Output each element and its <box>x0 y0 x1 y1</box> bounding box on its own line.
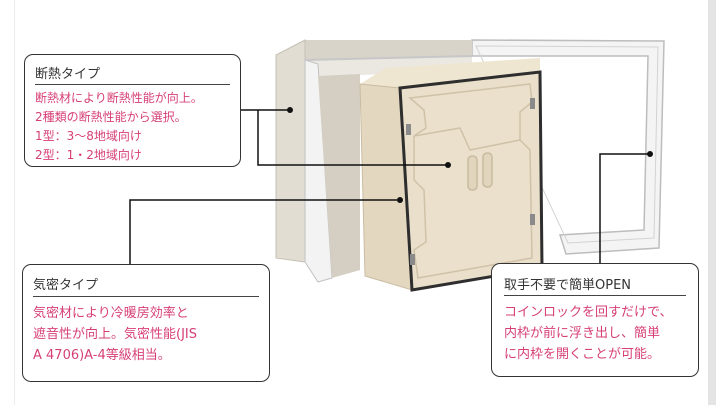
title-divider <box>35 84 230 85</box>
description-line: に内枠を開くことが可能。 <box>504 347 661 362</box>
leader-lines <box>129 109 650 264</box>
description-line: 遮音性が向上。気密性能(JIS <box>33 327 197 342</box>
description-line: 気密材により冷暖房効率と <box>33 306 189 321</box>
description-line: コインロックを回すだけで、 <box>504 305 673 320</box>
description-line: A 4706)A-4等級相当。 <box>33 348 171 363</box>
inner-panel <box>359 58 544 292</box>
airtight-type-description: 気密材により冷暖房効率と 遮音性が向上。気密性能(JIS A 4706)A-4等… <box>33 303 197 366</box>
easy-open-callout: 取手不要で簡単OPEN コインロックを回すだけで、 内枠が前に浮き出し、簡単 に… <box>491 263 699 377</box>
insulation-type-title: 断熱タイプ <box>35 67 101 82</box>
page-scroll-edge <box>708 0 716 405</box>
leader-dots <box>287 107 653 203</box>
description-line: 1型：3～8地域向け <box>35 129 142 143</box>
page-left-guide <box>14 0 15 405</box>
easy-open-description: コインロックを回すだけで、 内枠が前に浮き出し、簡単 に内枠を開くことが可能。 <box>504 302 672 365</box>
description-line: 2型：1・2地域向け <box>35 148 142 162</box>
description-line: 内枠が前に浮き出し、簡単 <box>504 326 661 341</box>
airtight-type-title: 気密タイプ <box>33 278 99 293</box>
easy-open-title: 取手不要で簡単OPEN <box>504 278 632 293</box>
insulation-type-description: 断熱材により断熱性能が向上。 2種類の断熱性能から選択。 1型：3～8地域向け … <box>35 89 203 165</box>
description-line: 2種類の断熱性能から選択。 <box>35 110 187 124</box>
title-divider <box>33 296 259 297</box>
insulation-type-callout: 断熱タイプ 断熱材により断熱性能が向上。 2種類の断熱性能から選択。 1型：3～… <box>24 54 241 167</box>
description-line: 断熱材により断熱性能が向上。 <box>35 91 203 105</box>
airtight-type-callout: 気密タイプ 気密材により冷暖房効率と 遮音性が向上。気密性能(JIS A 470… <box>22 264 270 382</box>
title-divider <box>504 295 686 296</box>
